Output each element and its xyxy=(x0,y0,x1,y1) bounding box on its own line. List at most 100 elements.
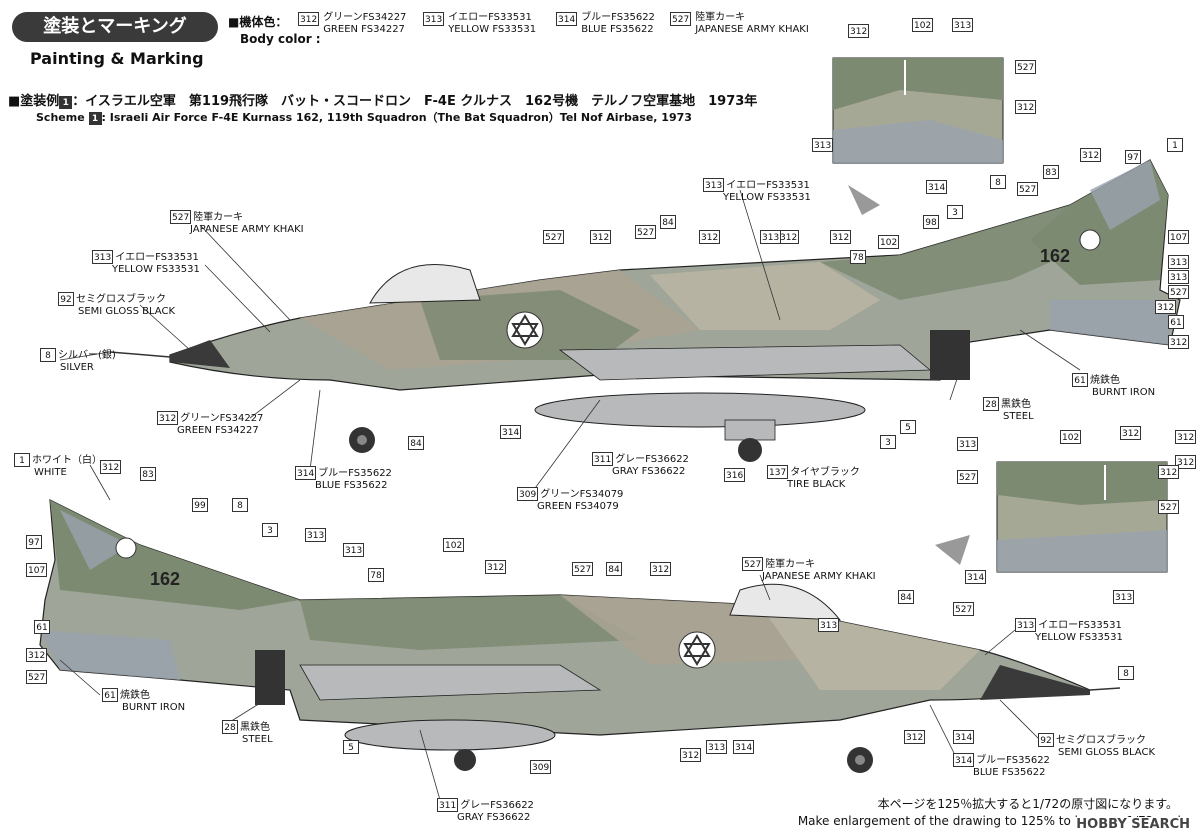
paint-name-en: GREEN FS34079 xyxy=(537,501,619,512)
paint-number-badge: 312 xyxy=(100,460,122,474)
paint-number-badge: 312 xyxy=(298,12,320,26)
paint-number-badge: 527 xyxy=(1015,60,1037,74)
scheme-text-jp: ：イスラエル空軍 第119飛行隊 バット・スコードロン F-4E クルナス 16… xyxy=(72,94,758,109)
paint-number-badge: 312 xyxy=(1168,335,1190,349)
paint-name-en: BLUE FS35622 xyxy=(581,24,654,35)
paint-number-badge: 311 xyxy=(592,452,614,466)
paint-number-badge: 61 xyxy=(1072,373,1088,387)
paint-number-badge: 313 xyxy=(1168,255,1190,269)
paint-number-badge: 83 xyxy=(1043,165,1059,179)
paint-number-badge: 527 xyxy=(635,225,657,239)
paint-number-badge: 102 xyxy=(912,18,934,32)
paint-name-jp: 陸軍カーキ xyxy=(695,12,746,23)
paint-number-badge: 314 xyxy=(926,180,948,194)
detail-inset-bottom xyxy=(935,461,1168,573)
paint-number-badge: 312 xyxy=(1155,300,1177,314)
paint-number-badge: 527 xyxy=(953,602,975,616)
paint-name-en: GREEN FS34227 xyxy=(323,24,405,35)
paint-number-badge: 313 xyxy=(1168,270,1190,284)
paint-number-badge: 137 xyxy=(767,465,789,479)
paint-number-badge: 313 xyxy=(1015,618,1037,632)
paint-name-jp: シルバー(銀) xyxy=(58,350,116,361)
page-subtitle: Painting & Marking xyxy=(30,49,204,68)
paint-name-jp: タイヤブラック xyxy=(790,467,860,478)
paint-number-badge: 313 xyxy=(706,740,728,754)
paint-number-badge: 107 xyxy=(26,563,48,577)
paint-name-jp: イエローFS33531 xyxy=(1038,620,1122,631)
footer-note-jp: 本ページを125％拡大すると1/72の原寸図になります。 xyxy=(877,797,1178,811)
paint-number-badge: 312 xyxy=(650,562,672,576)
paint-name-en: YELLOW FS33531 xyxy=(723,192,811,203)
paint-number-badge: 312 xyxy=(1158,465,1180,479)
paint-number-badge: 313 xyxy=(703,178,725,192)
paint-number-badge: 97 xyxy=(26,535,42,549)
scheme-number-badge: 1 xyxy=(88,112,102,125)
page-title: 塗装とマーキング xyxy=(12,12,218,42)
paint-name-en: GREEN FS34227 xyxy=(177,425,259,436)
paint-number-badge: 316 xyxy=(724,468,746,482)
paint-name-jp: グリーンFS34079 xyxy=(540,489,624,500)
paint-number-badge: 527 xyxy=(1168,285,1190,299)
paint-number-badge: 78 xyxy=(850,250,866,264)
paint-number-badge: 312 xyxy=(830,230,852,244)
paint-number-badge: 527 xyxy=(170,210,192,224)
aircraft-top-profile: 162 xyxy=(109,159,1181,462)
paint-number-badge: 28 xyxy=(222,720,238,734)
paint-number-badge: 92 xyxy=(1038,733,1054,747)
paint-name-jp: イエローFS33531 xyxy=(726,180,810,191)
paint-number-badge: 314 xyxy=(733,740,755,754)
paint-number-badge: 312 xyxy=(904,730,926,744)
paint-name-jp: 陸軍カーキ xyxy=(193,212,244,223)
paint-name-en: YELLOW FS33531 xyxy=(448,24,537,35)
paint-number-badge: 527 xyxy=(742,557,764,571)
paint-number-badge: 312 xyxy=(1175,430,1197,444)
paint-name-en: SEMI GLOSS BLACK xyxy=(78,306,175,317)
paint-number-badge: 312 xyxy=(26,648,48,662)
paint-name-jp: グレーFS36622 xyxy=(460,800,534,811)
paint-number-badge: 61 xyxy=(1168,315,1184,329)
paint-number-badge: 92 xyxy=(58,292,74,306)
body-color-label-jp: ■機体色： xyxy=(228,15,288,29)
paint-number-badge: 102 xyxy=(878,235,900,249)
paint-number-badge: 527 xyxy=(543,230,565,244)
paint-number-badge: 84 xyxy=(606,562,622,576)
paint-name-jp: イエローFS33531 xyxy=(448,12,532,23)
paint-name-jp: 焼鉄色 xyxy=(120,690,150,701)
paint-name-jp: グリーンFS34227 xyxy=(323,12,407,23)
paint-name-jp: 陸軍カーキ xyxy=(765,559,816,570)
paint-name-en: STEEL xyxy=(1003,411,1034,422)
tail-number-bottom: 162 xyxy=(150,569,180,589)
paint-number-badge: 313 xyxy=(423,12,445,26)
paint-number-badge: 311 xyxy=(437,798,459,812)
paint-number-badge: 527 xyxy=(572,562,594,576)
paint-number-badge: 313 xyxy=(812,138,834,152)
paint-number-badge: 314 xyxy=(295,466,317,480)
paint-number-badge: 527 xyxy=(1158,500,1180,514)
paint-number-badge: 28 xyxy=(983,397,999,411)
paint-name-en: JAPANESE ARMY KHAKI xyxy=(762,571,876,582)
paint-number-badge: 314 xyxy=(965,570,987,584)
paint-number-badge: 97 xyxy=(1125,150,1141,164)
paint-number-badge: 107 xyxy=(1168,230,1190,244)
scheme-title-en: Scheme 1: Israeli Air Force F-4E Kurnass… xyxy=(36,109,692,125)
paint-name-jp: セミグロスブラック xyxy=(1056,735,1146,746)
paint-name-en: BLUE FS35622 xyxy=(315,480,388,491)
scheme-prefix-jp: ■塗装例 xyxy=(8,94,60,109)
paint-number-badge: 84 xyxy=(660,215,676,229)
